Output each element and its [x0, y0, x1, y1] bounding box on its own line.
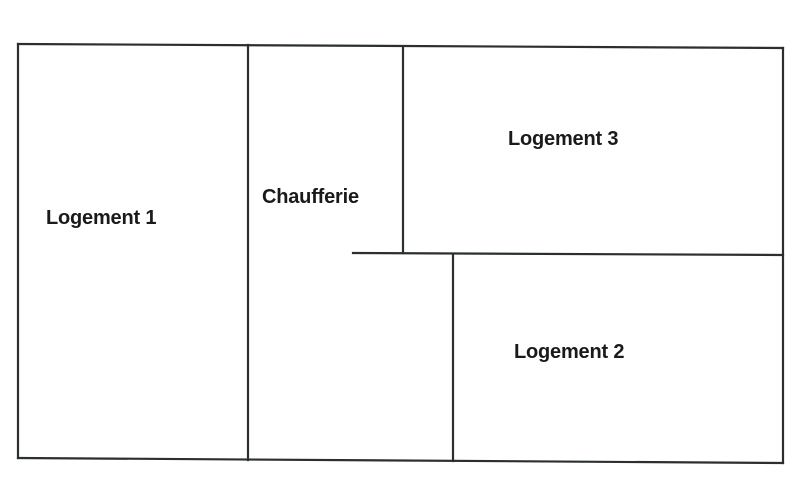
wall-logement3-logement2: [351, 251, 785, 257]
room-label-logement-3: Logement 3: [508, 128, 619, 150]
wall-bottom: [16, 456, 785, 465]
room-label-logement-1: Logement 1: [46, 207, 157, 229]
room-label-logement-2: Logement 2: [514, 341, 625, 363]
room-label-chaufferie: Chaufferie: [262, 186, 359, 208]
wall-top: [16, 42, 785, 50]
